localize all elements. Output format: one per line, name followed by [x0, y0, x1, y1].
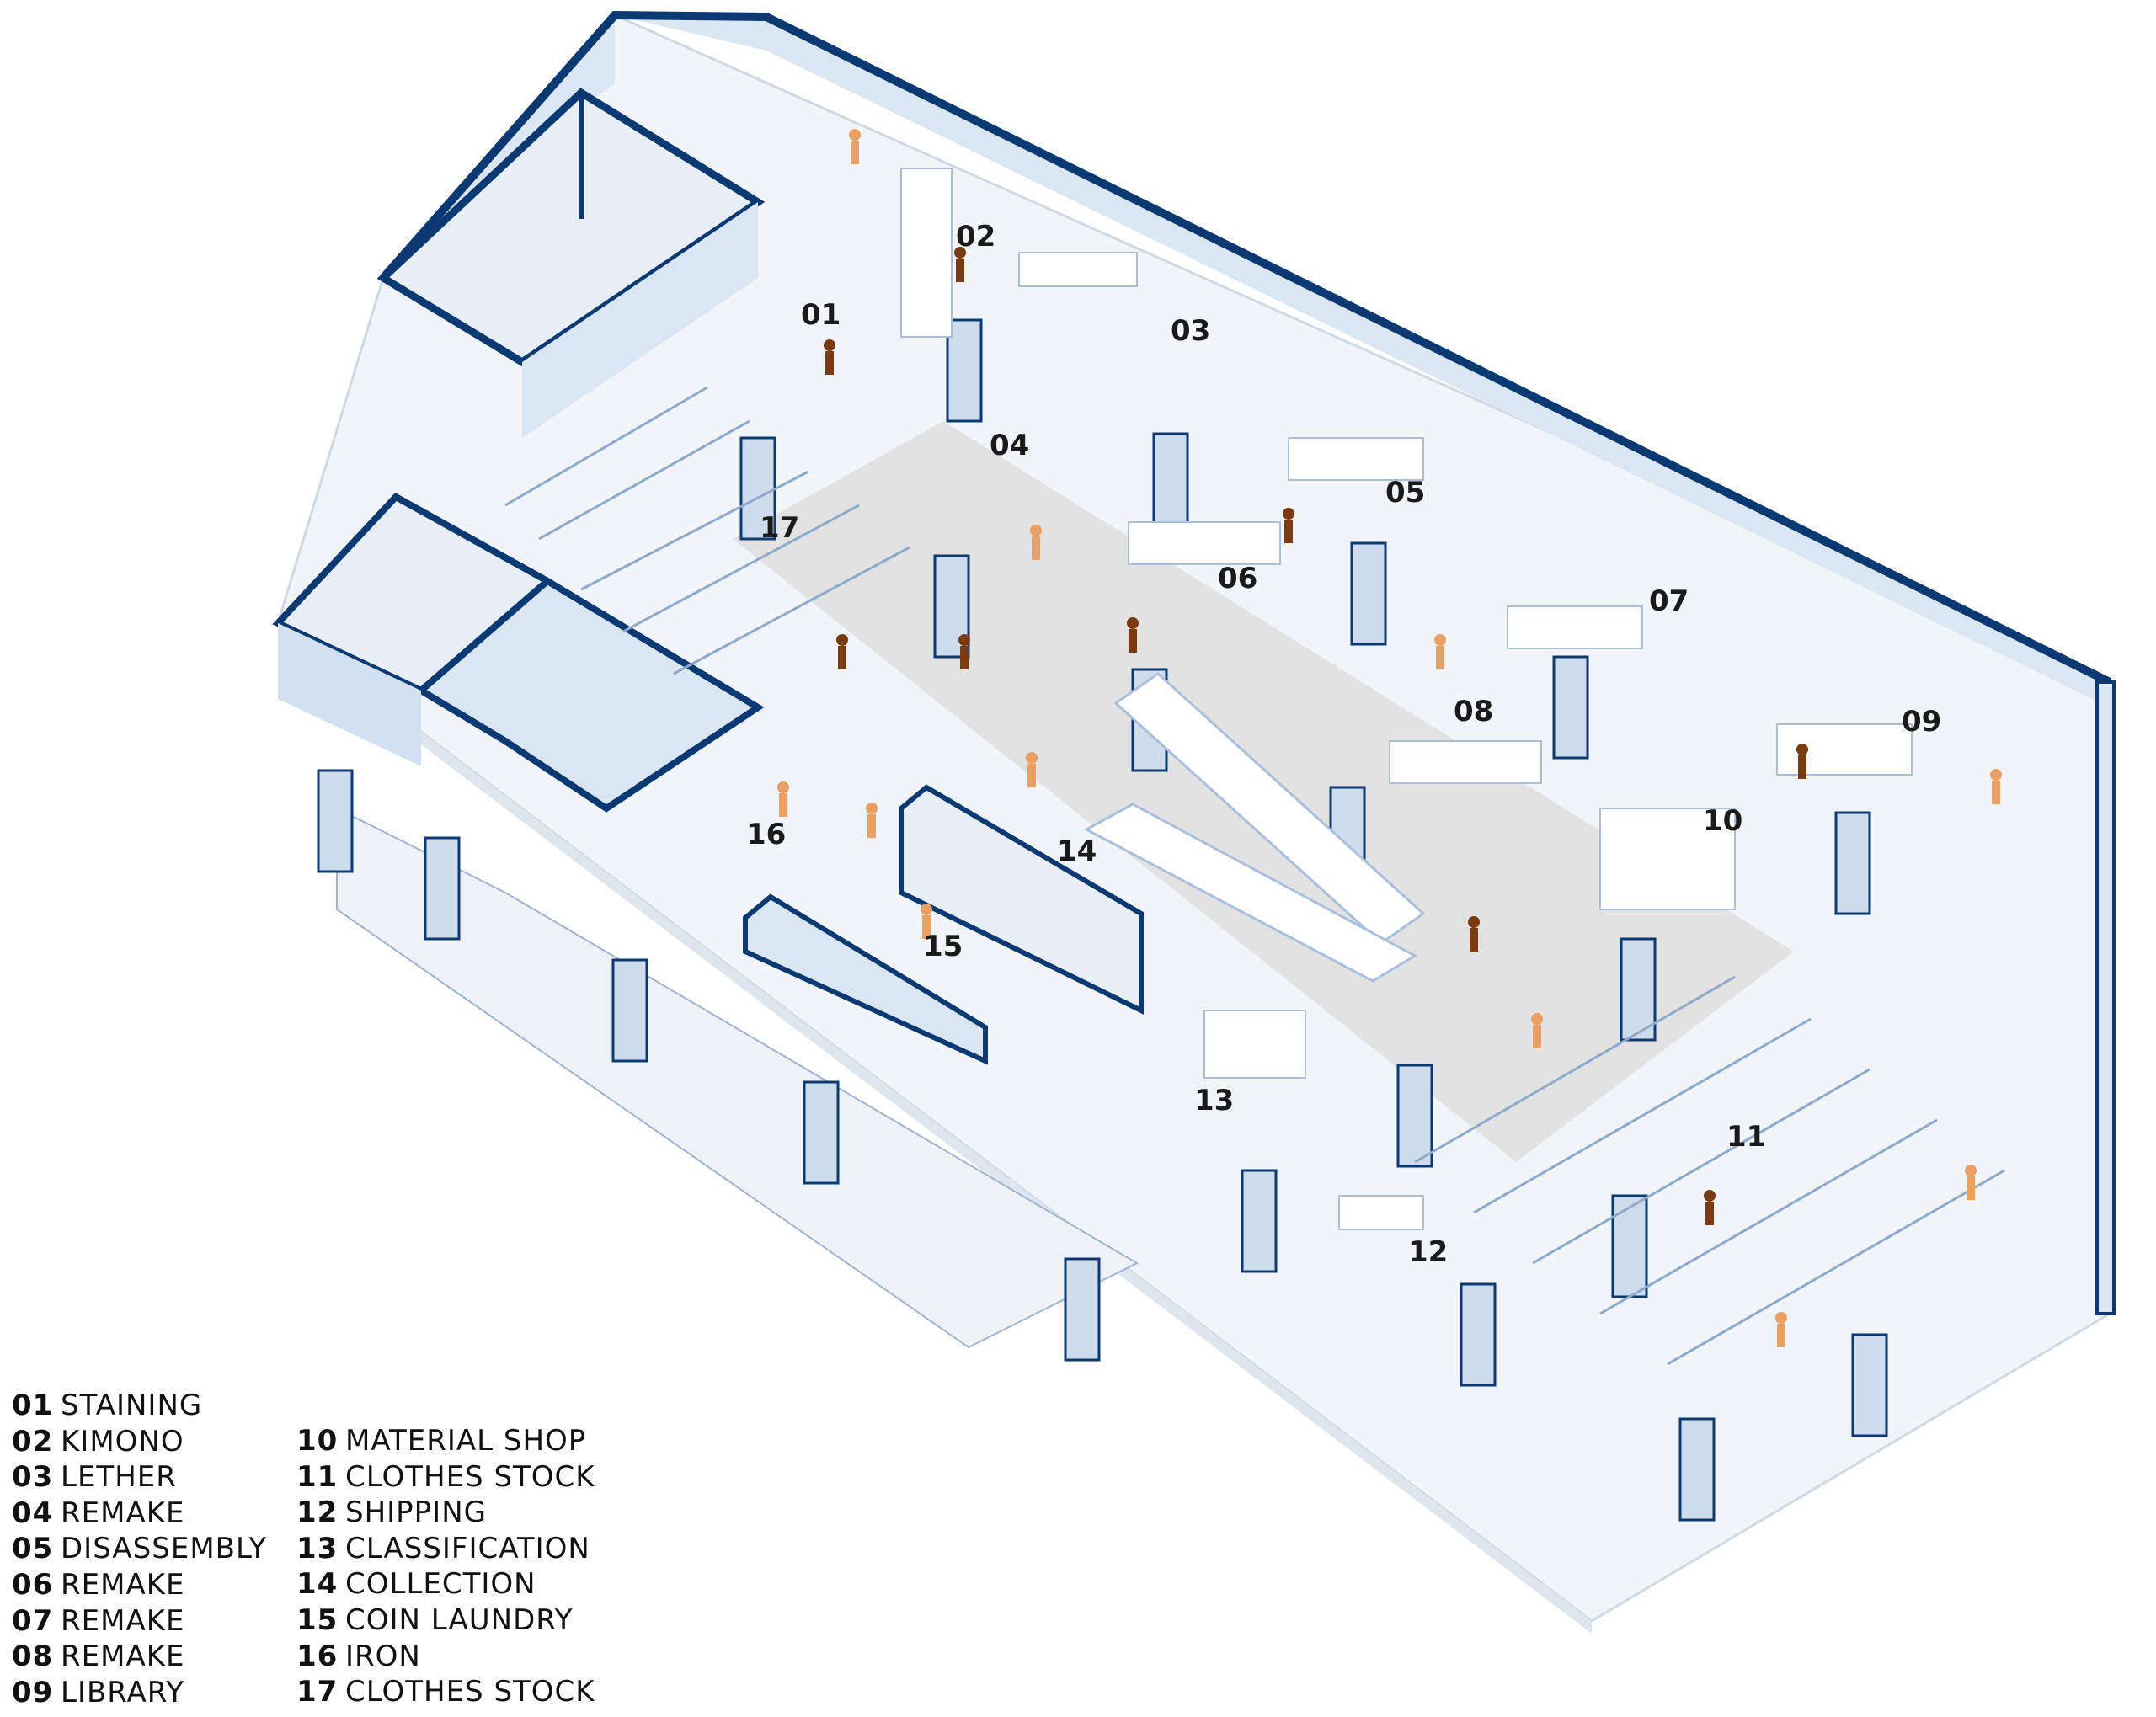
coin-laundry-block [743, 784, 1144, 1065]
legend-label: REMAKE [61, 1603, 185, 1638]
legend-label: COIN LAUNDRY [345, 1602, 574, 1637]
legend-number: 09 [12, 1675, 54, 1709]
zone-marker-09: 09 [1902, 705, 1941, 739]
legend-label: IRON [345, 1639, 421, 1673]
zone-marker-14: 14 [1057, 835, 1097, 868]
legend-number: 02 [12, 1424, 54, 1458]
zone-marker-08: 08 [1454, 695, 1493, 728]
legend-number: 01 [12, 1389, 54, 1422]
zone-marker-04: 04 [990, 429, 1029, 462]
legend-label: CLOTHES STOCK [345, 1675, 595, 1709]
clothes-racks [504, 386, 2005, 1366]
zone-marker-06: 06 [1218, 562, 1257, 595]
legend-label: LETHER [61, 1460, 177, 1495]
zone-marker-15: 15 [923, 930, 963, 963]
legend-number: 12 [296, 1496, 339, 1530]
legend-number: 10 [296, 1424, 339, 1458]
upper-left-room [376, 88, 766, 438]
legend-label: CLOTHES STOCK [345, 1459, 595, 1494]
zone-marker-13: 13 [1194, 1084, 1234, 1117]
legend-label: STAINING [61, 1389, 203, 1422]
legend-label: CLASSIFICATION [345, 1531, 590, 1565]
legend-number: 07 [12, 1603, 54, 1638]
legend-number: 06 [12, 1567, 54, 1602]
entrance-rooms [272, 492, 765, 813]
legend-label: KIMONO [61, 1424, 184, 1458]
zone-markers: 01 02 03 04 05 06 07 08 09 10 11 12 13 1… [746, 220, 1941, 1269]
zone-marker-11: 11 [1726, 1120, 1766, 1154]
people [777, 129, 2002, 1347]
legend-number: 15 [296, 1602, 339, 1637]
zone-marker-01: 01 [801, 298, 841, 332]
legend-number: 17 [296, 1675, 339, 1709]
zone-marker-07: 07 [1649, 584, 1689, 618]
parking-area [336, 807, 1139, 1349]
workstations [900, 168, 1913, 1230]
legend-number: 03 [12, 1460, 54, 1495]
legend-label: REMAKE [61, 1640, 185, 1674]
legend-number: 08 [12, 1640, 54, 1674]
legend-label: SHIPPING [345, 1496, 487, 1530]
zone-marker-02: 02 [956, 220, 995, 253]
legend-number: 16 [296, 1639, 339, 1673]
legend-number: 04 [12, 1496, 54, 1530]
legend-label: DISASSEMBLY [61, 1532, 268, 1566]
zone-marker-16: 16 [746, 818, 786, 851]
legend-number: 13 [296, 1531, 339, 1565]
legend-number: 05 [12, 1532, 54, 1566]
legend-label: MATERIAL SHOP [345, 1424, 587, 1458]
zone-marker-12: 12 [1408, 1235, 1448, 1269]
legend-label: COLLECTION [345, 1567, 536, 1602]
escalators [1083, 672, 1426, 983]
zone-marker-05: 05 [1385, 476, 1425, 509]
zone-marker-03: 03 [1171, 314, 1210, 348]
legend-label: REMAKE [61, 1567, 185, 1602]
legend-label: LIBRARY [61, 1675, 185, 1709]
legend-number: 14 [296, 1567, 339, 1602]
legend-label: REMAKE [61, 1496, 185, 1530]
zone-marker-17: 17 [760, 511, 799, 545]
zone-marker-10: 10 [1703, 804, 1742, 838]
exterior-wall-back [380, 10, 2116, 1315]
legend-number: 11 [296, 1459, 339, 1494]
